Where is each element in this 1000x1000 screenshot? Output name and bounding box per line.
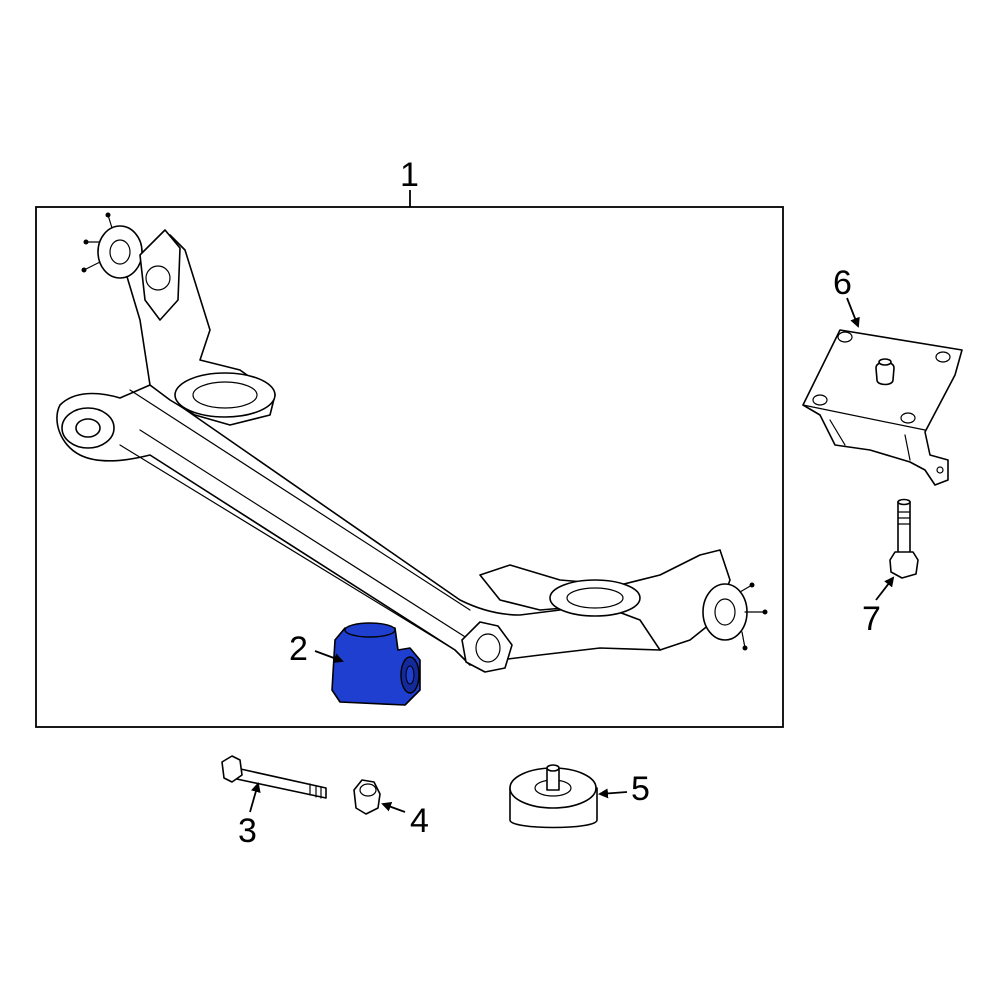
axle-beam-assembly[interactable]: [56, 212, 768, 673]
leader-4: [381, 802, 406, 813]
bumper-5[interactable]: [509, 764, 598, 829]
bushing-body: [331, 627, 421, 706]
leader-3: [249, 782, 261, 813]
bushing-highlighted[interactable]: [331, 622, 421, 706]
bolt-7[interactable]: [889, 498, 919, 579]
callout-3[interactable]: 3: [238, 812, 257, 850]
mount-bracket-6[interactable]: [802, 329, 963, 486]
bushing-top-rim: [344, 622, 396, 638]
callout-6[interactable]: 6: [833, 264, 852, 302]
leader-7: [875, 576, 895, 601]
callout-1[interactable]: 1: [400, 156, 419, 194]
callout-2[interactable]: 2: [289, 630, 308, 668]
leader-5: [598, 788, 628, 799]
nut-4[interactable]: [353, 779, 381, 815]
leader-2: [314, 650, 344, 663]
bolt-3[interactable]: [221, 755, 327, 799]
callout-7[interactable]: 7: [862, 600, 881, 638]
callout-5[interactable]: 5: [631, 770, 650, 808]
callout-4[interactable]: 4: [410, 802, 429, 840]
leader-6: [846, 297, 860, 328]
